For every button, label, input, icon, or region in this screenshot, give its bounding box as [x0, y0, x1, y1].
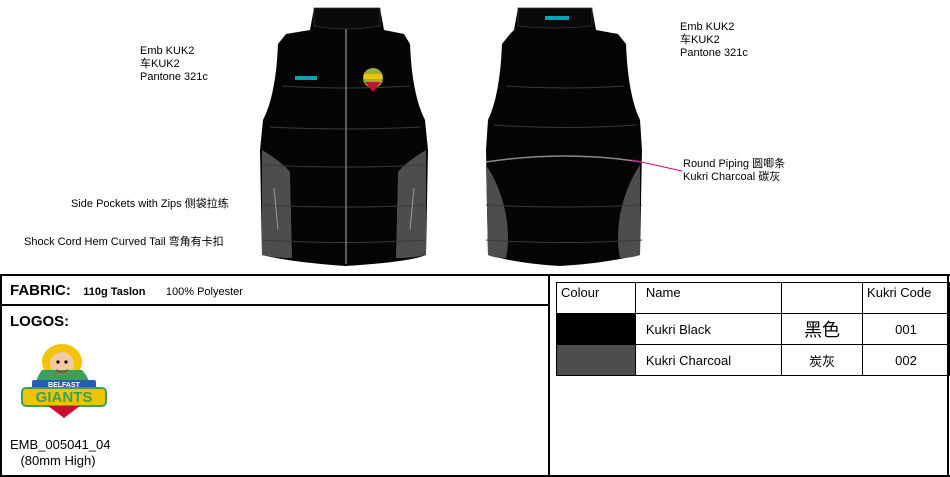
emb-note-left-line1: Emb KUK2 — [140, 45, 195, 57]
fabric-weight: 110g Taslon — [83, 286, 146, 298]
logo-size: (80mm High) — [20, 453, 96, 468]
belfast-giants-logo: BELFAST GIANTS — [21, 344, 107, 418]
front-vest — [260, 7, 428, 266]
left-column-divider — [548, 274, 550, 477]
emb-note-right-line2: 车KUK2 — [680, 34, 720, 46]
right-border — [947, 274, 949, 477]
logo-text-main: GIANTS — [36, 389, 93, 406]
colour-code-charcoal: 002 — [862, 344, 950, 376]
colour-chinese-charcoal: 炭灰 — [781, 344, 864, 376]
colour-row-charcoal: Kukri Charcoal 炭灰 002 — [556, 344, 950, 376]
emb-note-left-line2: 车KUK2 — [140, 58, 180, 70]
emb-note-right: Emb KUK2 车KUK2 Pantone 321c — [680, 21, 748, 60]
bottom-border — [0, 475, 950, 477]
front-vest-body — [260, 8, 428, 266]
colour-name-black: Kukri Black — [634, 313, 783, 345]
emb-note-right-line1: Emb KUK2 — [680, 21, 735, 33]
left-border — [0, 274, 2, 477]
header-kukri-code: Kukri Code — [862, 282, 950, 314]
fabric-divider — [0, 304, 549, 306]
emb-note-left: Emb KUK2 车KUK2 Pantone 321c — [140, 45, 208, 84]
colour-table-header: Colour Name Kukri Code — [556, 282, 950, 314]
header-name: Name — [634, 282, 783, 314]
fabric-row: FABRIC: 110g Taslon 100% Polyester — [10, 282, 243, 300]
swatch-black — [556, 313, 636, 345]
header-colour: Colour — [556, 282, 636, 314]
swatch-charcoal — [556, 344, 636, 376]
round-piping-line2: Kukri Charcoal 碳灰 — [683, 171, 781, 183]
side-pockets-note: Side Pockets with Zips 侧袋拉练 — [71, 198, 229, 210]
logo-text-top: BELFAST — [48, 382, 81, 389]
colour-row-black: Kukri Black 黑色 001 — [556, 313, 950, 345]
back-vest — [485, 7, 643, 266]
shock-cord-note: Shock Cord Hem Curved Tail 弯角有卡扣 — [24, 236, 224, 248]
emb-note-left-line3: Pantone 321c — [140, 71, 208, 83]
colour-chinese-black: 黑色 — [781, 313, 864, 345]
colour-code-black: 001 — [862, 313, 950, 345]
fabric-composition: 100% Polyester — [165, 286, 243, 298]
logos-label: LOGOS: — [10, 313, 70, 330]
front-vest-side-panel-left — [262, 150, 292, 258]
back-vest-side-panel-left — [486, 165, 508, 258]
piping-pointer-line — [631, 159, 683, 172]
back-vest-body — [486, 8, 642, 266]
logo-code: EMB_005041_04 — [10, 437, 111, 452]
front-vest-side-panel-right — [396, 150, 426, 258]
emb-note-right-line3: Pantone 321c — [680, 47, 748, 59]
colour-name-charcoal: Kukri Charcoal — [634, 344, 783, 376]
colour-table: Colour Name Kukri Code Kukri Black 黑色 00… — [556, 282, 950, 376]
fabric-label: FABRIC: — [10, 282, 71, 299]
logo-caption: EMB_005041_04 (80mm High) — [10, 437, 111, 469]
header-blank — [781, 282, 864, 314]
round-piping-note: Round Piping 圆唧条 Kukri Charcoal 碳灰 — [683, 158, 785, 184]
round-piping-line1: Round Piping 圆唧条 — [683, 158, 786, 170]
vest-illustrations — [260, 7, 683, 266]
top-section-divider — [0, 274, 950, 276]
back-vest-side-panel-right — [618, 165, 640, 258]
